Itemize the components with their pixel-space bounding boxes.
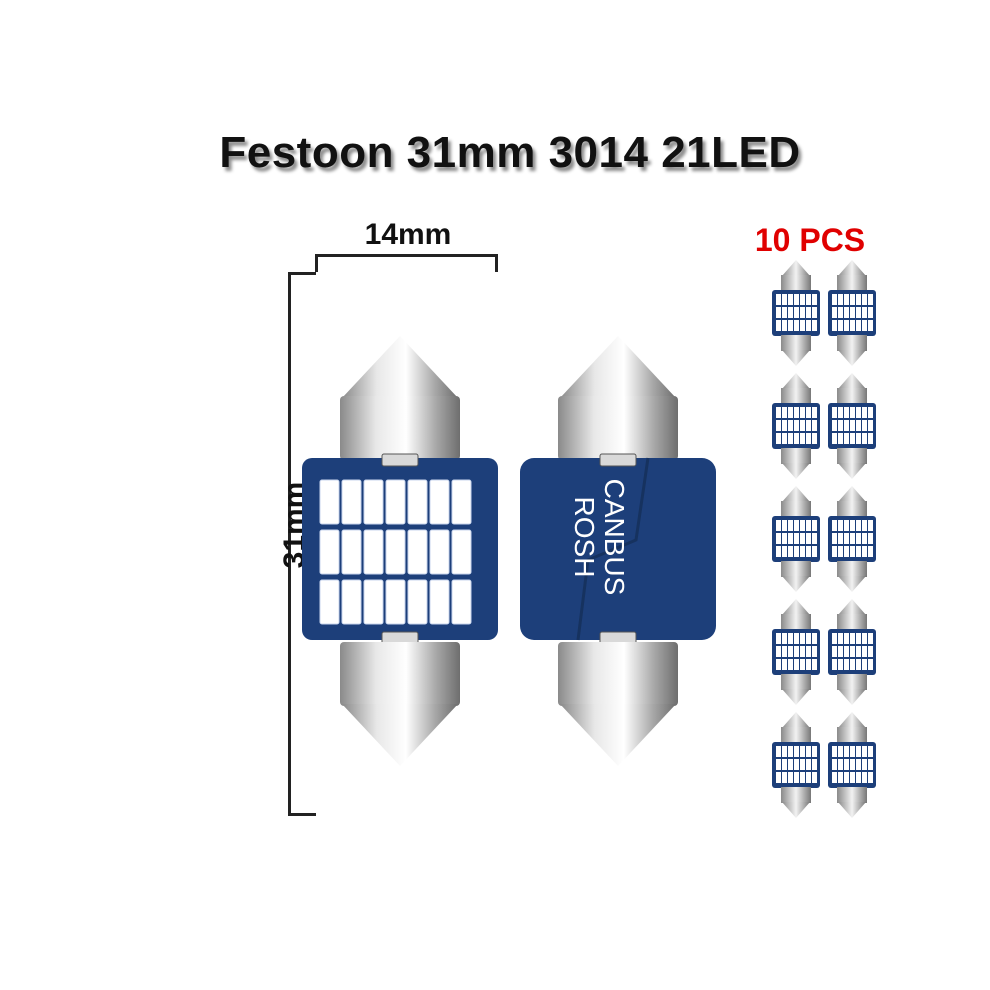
led-chip xyxy=(407,579,428,625)
led-chip xyxy=(363,479,384,525)
led-chip xyxy=(319,579,340,625)
led-chip xyxy=(385,479,406,525)
quantity-label: 10 PCS xyxy=(754,222,866,258)
front-bulb-top-tip xyxy=(342,336,458,398)
width-dimension-label: 14mm xyxy=(364,218,452,251)
led-chip xyxy=(429,579,450,625)
mini-bulb xyxy=(826,484,878,594)
led-chip xyxy=(385,579,406,625)
led-chip xyxy=(363,579,384,625)
mini-bulb xyxy=(770,371,822,481)
mini-bulb xyxy=(826,258,878,368)
front-bulb-top-cap xyxy=(340,396,460,460)
width-dimension-line xyxy=(315,254,498,257)
led-chip xyxy=(319,529,340,575)
front-bulb-led-array xyxy=(319,479,472,625)
led-chip xyxy=(341,529,362,575)
height-dimension-tick-bottom xyxy=(288,813,316,816)
height-dimension-line xyxy=(288,272,291,816)
led-chip xyxy=(341,479,362,525)
led-chip xyxy=(407,479,428,525)
mini-bulb xyxy=(770,597,822,707)
back-bulb-top-tip xyxy=(560,336,676,398)
back-bulb-top-cap xyxy=(558,396,678,460)
front-bulb-bottom-cap xyxy=(340,642,460,706)
mini-bulb xyxy=(770,710,822,820)
back-bulb-bottom-tip xyxy=(560,704,676,766)
led-chip xyxy=(341,579,362,625)
led-chip xyxy=(319,479,340,525)
product-title: Festoon 31mm 3014 21LED xyxy=(219,128,801,177)
width-dimension-tick-right xyxy=(495,254,498,272)
led-chip xyxy=(407,529,428,575)
mini-bulb xyxy=(826,710,878,820)
front-bulb xyxy=(302,336,498,766)
back-bulb-bottom-cap xyxy=(558,642,678,706)
led-chip xyxy=(385,529,406,575)
back-bulb-canbus-label: CANBUS xyxy=(599,478,630,596)
led-chip xyxy=(451,479,472,525)
front-bulb-bottom-tip xyxy=(342,704,458,766)
back-bulb xyxy=(520,336,716,766)
mini-bulb xyxy=(770,258,822,368)
mini-bulb xyxy=(826,371,878,481)
mini-bulb xyxy=(770,484,822,594)
led-chip xyxy=(429,529,450,575)
led-chip xyxy=(363,529,384,575)
led-chip xyxy=(429,479,450,525)
mini-bulb xyxy=(826,597,878,707)
width-dimension-tick-left xyxy=(315,254,318,272)
back-bulb-rosh-label: ROSH xyxy=(569,496,600,578)
led-chip xyxy=(451,579,472,625)
mini-bulb-grid xyxy=(770,258,882,818)
led-chip xyxy=(451,529,472,575)
height-dimension-tick-top xyxy=(288,272,316,275)
